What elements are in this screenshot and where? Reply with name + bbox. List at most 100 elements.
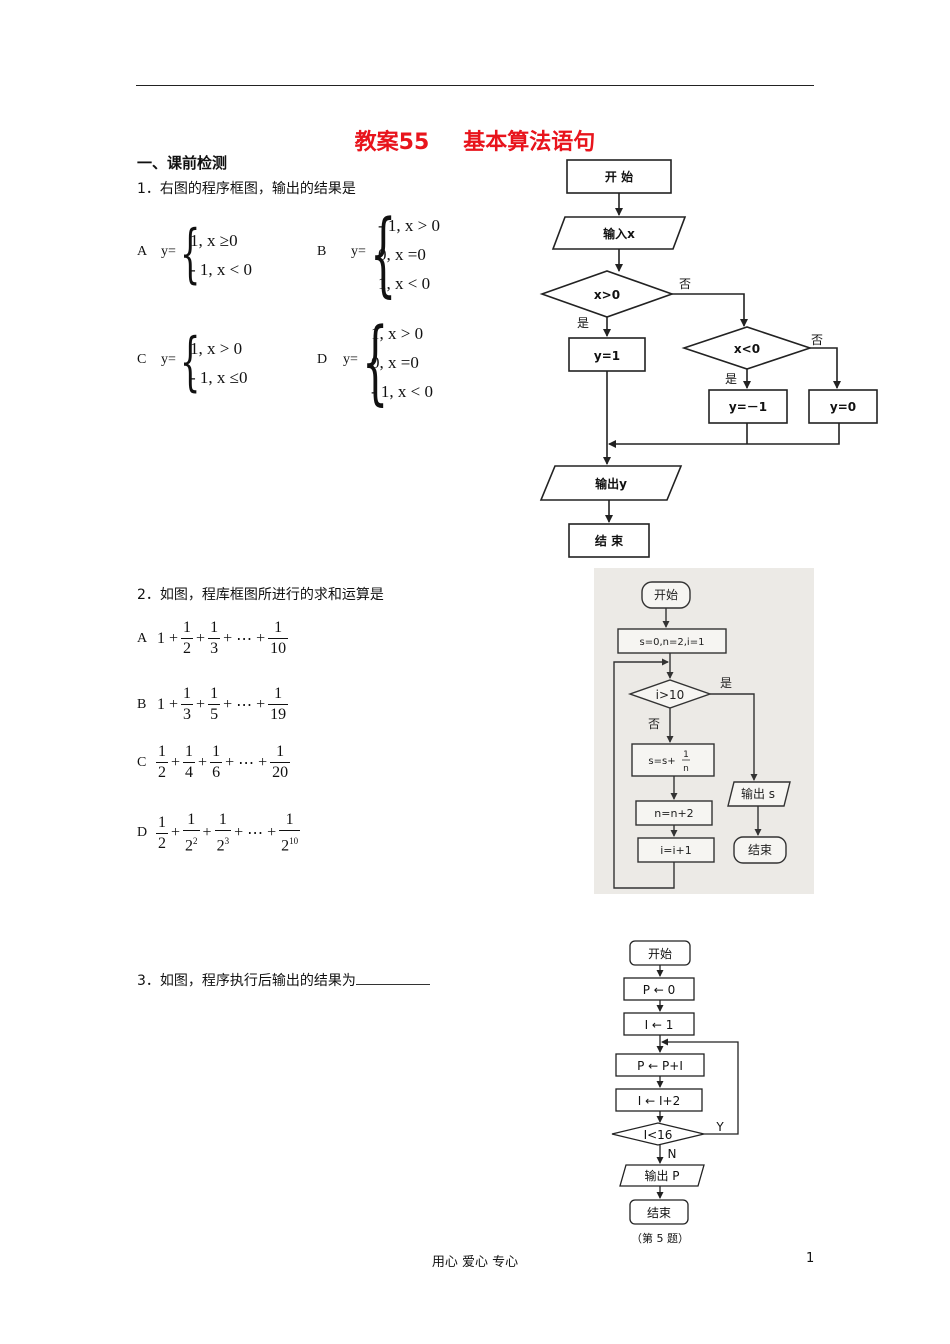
q2-b-frac-2-num: 1 [210, 685, 219, 702]
fc3-no-label: N [668, 1147, 677, 1161]
q2-b-plus: + [196, 695, 206, 713]
answer-blank[interactable] [355, 972, 430, 985]
q2-d-frac-3-exp: 3 [224, 836, 230, 846]
fc1-end-text: 结 束 [595, 533, 624, 548]
q1-option-b-line-3: 1, x < 0 [378, 274, 431, 293]
q1-option-b-label: B [317, 244, 327, 259]
question-3-prompt: 3．如图，程序执行后输出的结果为 [137, 973, 356, 989]
q2-b-plus: + [256, 695, 266, 713]
fc1-start-text: 开 始 [605, 169, 633, 184]
fc2-update-s-den: n [683, 764, 689, 774]
q2-d-frac-1-num: 1 [158, 813, 166, 831]
q2-d-frac-last-base: 2 [281, 837, 290, 855]
q2-d-frac-3-num: 1 [218, 811, 227, 828]
fc1-yes-label-2: 是 [725, 372, 737, 386]
fc2-no-label: 否 [648, 717, 660, 731]
q2-d-frac-2-num: 1 [187, 811, 196, 828]
q2-option-d-label: D [137, 825, 148, 841]
q2-d-frac-3-base: 2 [216, 837, 225, 855]
fc2-update-n-box [635, 800, 713, 826]
fc3-end-box [629, 1199, 689, 1225]
question-3-text: 3．如图，程序执行后输出的结果为 [137, 970, 430, 990]
fc2-update-n-text: n=n+2 [654, 807, 693, 820]
fc2-end-text: 结束 [748, 843, 772, 857]
q1-option-d-line-3: - 1, x < 0 [371, 382, 433, 401]
fc3-caption: （第 5 题） [631, 1231, 689, 1245]
q2-b-frac-2-den: 5 [208, 704, 221, 723]
q2-d-frac-last-exp: 10 [289, 836, 299, 846]
fc3-p0-text: P ← 0 [643, 983, 676, 997]
q2-b-frac-last-den: 19 [268, 704, 289, 723]
q1-option-a-brace: { [180, 217, 201, 291]
q2-option-c-label: C [137, 754, 147, 770]
q2-c-frac-last-den: 20 [270, 762, 291, 781]
q2-a-frac-1-num: 1 [183, 619, 192, 636]
q1-option-b-y: y= [351, 244, 366, 259]
q2-a-dots: ⋯ [236, 630, 253, 648]
fc1-input-box [551, 216, 687, 250]
q2-a-frac-2-den: 3 [208, 638, 221, 657]
q2-d-frac-2-exp: 2 [193, 836, 198, 846]
q2-a-lead: 1 [157, 629, 165, 647]
q2-a-frac-last-num: 1 [274, 619, 283, 636]
fc1-input-text: 输入x [603, 226, 635, 241]
fc1-yes-label-1: 是 [577, 316, 589, 330]
q2-a-plus: + [196, 629, 206, 647]
q2-c-frac-3-den: 6 [210, 762, 223, 781]
fc1-y0-box [808, 389, 878, 424]
q2-b-plus: + [169, 695, 179, 713]
q1-option-c-line-1: 1, x > 0 [190, 339, 243, 358]
q2-option-b-label: B [137, 696, 147, 712]
q2-option-a-label: A [137, 630, 148, 646]
q2-a-plus: + [169, 629, 179, 647]
q2-b-lead: 1 [157, 695, 165, 713]
q2-c-frac-3-num: 1 [212, 743, 221, 760]
q2-c-frac-last-num: 1 [276, 743, 285, 760]
flowchart-2: 开始 s=0,n=2,i=1 i>10 s=s+ 1 n n=n+2 i=i+1… [594, 568, 814, 894]
fc1-y0-text: y=0 [830, 400, 856, 414]
q2-c-frac-1-num: 1 [158, 743, 166, 760]
q1-option-b-brace: { [370, 200, 397, 307]
q2-d-frac-3: 1 23 [214, 810, 232, 856]
flowchart-3: 开始 P ← 0 I ← 1 P ← P+I I ← I+2 I<16 输出 P… [611, 940, 739, 1245]
q1-option-c-brace: { [180, 325, 201, 399]
q2-b-frac-last-num: 1 [274, 685, 283, 702]
fc1-cond2-text: x<0 [734, 342, 760, 356]
q2-a-plus: + [223, 629, 233, 647]
fc2-update-s-num: 1 [683, 750, 689, 760]
fc3-yes-label: Y [715, 1120, 724, 1134]
fc3-pp-text: P ← P+I [637, 1059, 683, 1073]
q2-b-plus: + [223, 695, 233, 713]
q1-option-d-line-2: 0, x =0 [371, 353, 419, 372]
q1-option-a-line-2: - 1, x < 0 [190, 260, 252, 279]
q2-b-frac-1-den: 3 [181, 704, 194, 723]
q2-d-plus: + [234, 824, 244, 842]
fc3-output-text: 输出 P [644, 1168, 679, 1183]
fc3-ii-box [615, 1088, 703, 1112]
fc2-update-s-box [631, 743, 715, 777]
q1-option-a-label: A [137, 244, 148, 259]
flowchart-1: 开 始 输入x x>0 y=1 x<0 y=－1 y=0 输出y 结 束 否 是… [539, 159, 878, 558]
title-topic: 基本算法语句 [463, 130, 596, 155]
fc3-i1-box [623, 1012, 695, 1036]
q2-c-plus: + [258, 753, 268, 771]
q2-c-dots: ⋯ [238, 754, 255, 772]
q1-option-c-y: y= [161, 352, 176, 367]
fc2-start-text: 开始 [654, 588, 678, 602]
q2-d-plus: + [267, 824, 277, 842]
fc1-no-label-1: 否 [679, 277, 691, 291]
page-footer: 用心 爱心 专心 [431, 1255, 519, 1270]
q2-d-plus: + [202, 824, 212, 842]
fc2-output-text: 输出 s [741, 786, 775, 801]
